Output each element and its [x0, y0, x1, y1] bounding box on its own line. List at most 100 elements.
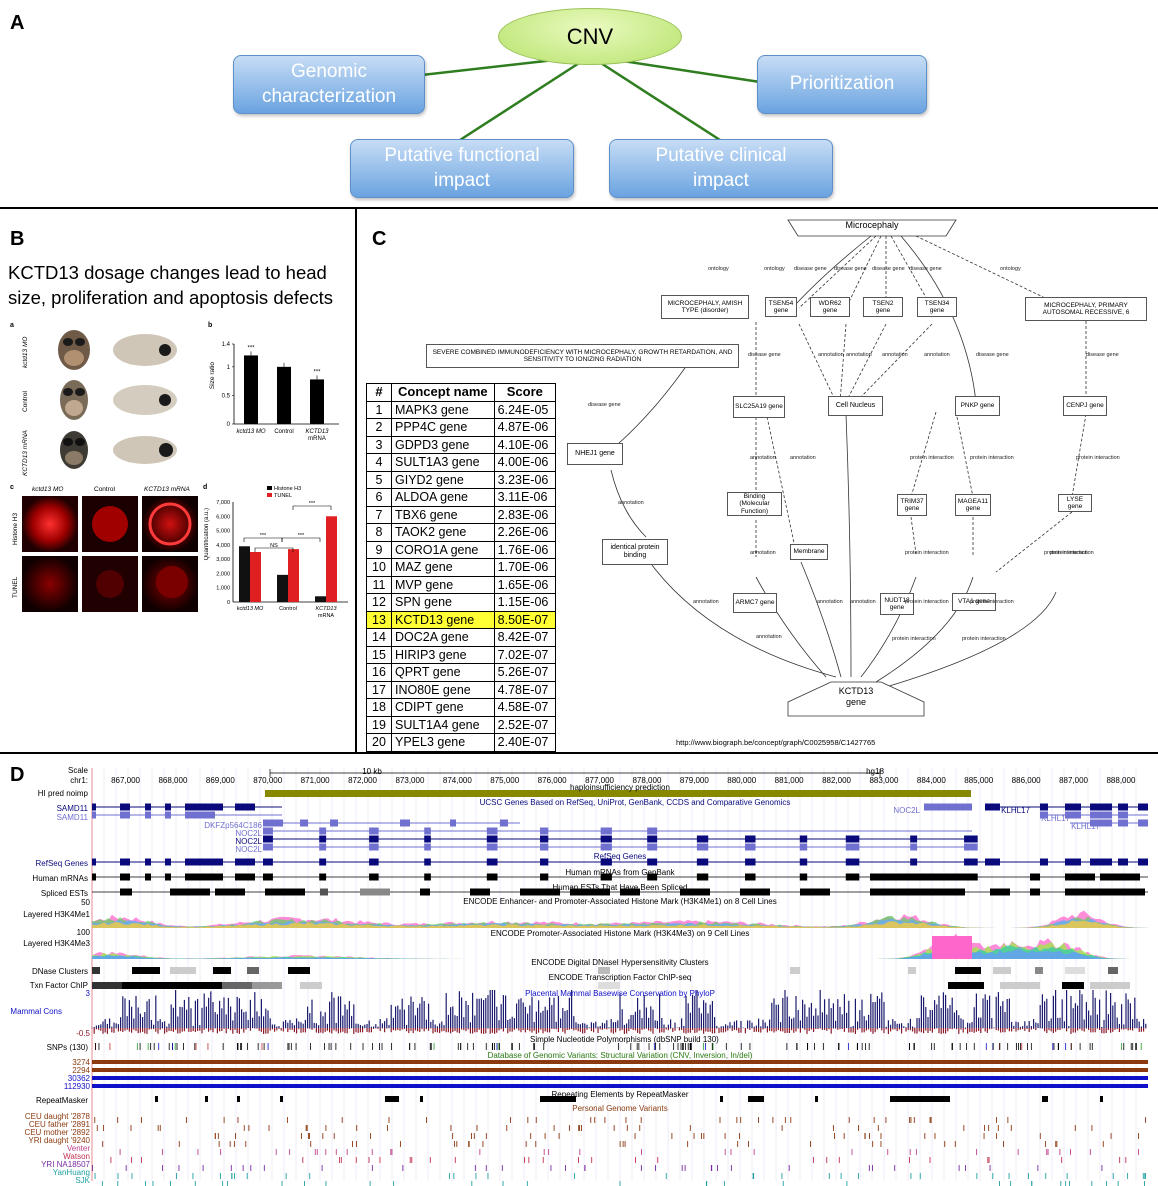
- node-tsen54: TSEN54 gene: [765, 297, 797, 317]
- samd11-1-exon: [92, 803, 96, 811]
- position-label: 879,000: [679, 776, 709, 785]
- panel-b-title: KCTD13 dosage changes lead to head size,…: [8, 262, 333, 308]
- klhl17-1-exon: [1065, 803, 1081, 811]
- mrna-block: [799, 873, 808, 881]
- dnase-block: [908, 967, 916, 974]
- rm-block: [748, 1096, 764, 1102]
- dkfz-label: DKFZp564C186: [204, 821, 262, 830]
- rm-block: [155, 1096, 158, 1102]
- refseq-exon: [1090, 858, 1112, 866]
- h3k4me3-peak: [932, 936, 972, 959]
- edge-label: protein interaction: [892, 636, 936, 642]
- sub-a-label: a: [10, 322, 14, 329]
- noc2l-1-exon: [540, 827, 549, 835]
- est-block: [870, 888, 965, 896]
- edge-label: disease gene: [872, 266, 905, 272]
- row-number: 16: [366, 663, 392, 682]
- bar-tunel: [326, 516, 337, 602]
- row-score: 4.10E-06: [493, 435, 557, 454]
- cnv-node: CNV: [498, 8, 682, 65]
- noc2l-right-label: NOC2L: [893, 806, 920, 815]
- tick-label: 0: [227, 422, 231, 428]
- category-label: KCTD13: [315, 606, 337, 612]
- noc2l-3-exon: [486, 843, 498, 851]
- scale-bar-label: 10 kb: [362, 767, 382, 776]
- refseq-exon: [319, 858, 327, 866]
- cons-label: Mammal Cons: [10, 1007, 62, 1016]
- h3k4me1-label: Layered H3K4Me1: [23, 910, 90, 919]
- txn-label: Txn Factor ChIP: [29, 981, 88, 990]
- noc2l-1-exon: [600, 827, 612, 835]
- samd11-1-exon: [165, 803, 171, 811]
- est-block: [320, 888, 328, 896]
- chrom-label: chr1:: [70, 776, 88, 785]
- dnase-label: DNase Clusters: [31, 967, 88, 976]
- dnase-block: [247, 967, 259, 974]
- position-label: 883,000: [869, 776, 899, 785]
- hi-label: HI pred noimp: [37, 789, 88, 798]
- txn-block: [948, 982, 984, 989]
- prioritization-box: Prioritization: [757, 55, 927, 114]
- tick-label: 1.4: [222, 342, 231, 348]
- panel-b-label: B: [10, 228, 25, 250]
- refseq-exon: [1040, 858, 1048, 866]
- est-block: [520, 888, 560, 896]
- est-block: [170, 888, 210, 896]
- rm-title: Repeating Elements by RepeatMasker: [551, 1090, 689, 1099]
- rm-block: [720, 1096, 723, 1102]
- row-concept: SULT1A3 gene: [391, 453, 495, 472]
- rm-block: [940, 1096, 948, 1102]
- edge-label: annotation: [790, 455, 816, 461]
- pgv-title: Personal Genome Variants: [572, 1104, 668, 1113]
- edge-label: ontology: [1000, 266, 1021, 272]
- dnase-block: [993, 967, 1011, 974]
- noc2l-1-exon: [319, 827, 327, 835]
- row-score: 8.42E-07: [493, 628, 557, 647]
- refseq-exon: [647, 858, 658, 866]
- samd11-1-exon: [145, 803, 151, 811]
- klhl17-3-exon: [1138, 819, 1148, 827]
- klhl17-label-3: KLHL17: [1071, 822, 1100, 831]
- sub-b-label: b: [208, 322, 213, 329]
- klhl17-1-exon: [1118, 803, 1128, 811]
- refseq-label: RefSeq Genes: [35, 859, 88, 868]
- node-membrane: Membrane: [790, 544, 828, 560]
- dnase-title: ENCODE Digital DNaseI Hypersensitivity C…: [531, 958, 709, 967]
- klhl17-label-2: KLHL17: [1041, 814, 1070, 823]
- samd11-2-exon: [185, 811, 215, 819]
- img-c-col-mrna: KCTD13 mRNA: [144, 486, 190, 493]
- noc2l-2-exon: [910, 835, 918, 843]
- zebrafish-images: [50, 328, 177, 469]
- bar-histone: [315, 596, 326, 602]
- noc2l-3-exon: [600, 843, 612, 851]
- tick-label: 0.5: [222, 393, 231, 399]
- mrna-block: [1100, 873, 1140, 881]
- mrna-block: [647, 873, 658, 881]
- chart-b-ylabel: Size ratio: [209, 362, 216, 390]
- dkfz-exon: [450, 819, 456, 827]
- row-concept: MAPK3 gene: [391, 400, 495, 419]
- img-c-row-histone: Histone H3: [12, 512, 19, 546]
- row-score: 1.70E-06: [493, 558, 557, 577]
- dkfz-exon: [400, 819, 410, 827]
- row-concept: SPN gene: [391, 593, 495, 612]
- dgv-label-4: 112930: [63, 1082, 90, 1091]
- klhl17-1-exon: [1040, 803, 1048, 811]
- position-label: 887,000: [1059, 776, 1088, 785]
- position-label: 888,000: [1106, 776, 1136, 785]
- category-label: mRNA: [308, 436, 326, 442]
- dkfz-exon: [330, 819, 338, 827]
- bar-histone: [277, 574, 288, 602]
- edge-label: disease gene: [794, 266, 827, 272]
- txn-block: [1000, 982, 1040, 989]
- mrna-block: [185, 873, 215, 881]
- refseq-exon: [215, 858, 223, 866]
- row-score: 1.65E-06: [493, 575, 557, 594]
- node-tsen2: TSEN2 gene: [863, 297, 903, 317]
- node-cenpj: CENPJ gene: [1063, 396, 1107, 416]
- noc2l-2-exon: [647, 835, 658, 843]
- position-label: 869,000: [205, 776, 235, 785]
- pgv-label: Watson: [63, 1152, 90, 1161]
- dgv-bar: [92, 1084, 1148, 1088]
